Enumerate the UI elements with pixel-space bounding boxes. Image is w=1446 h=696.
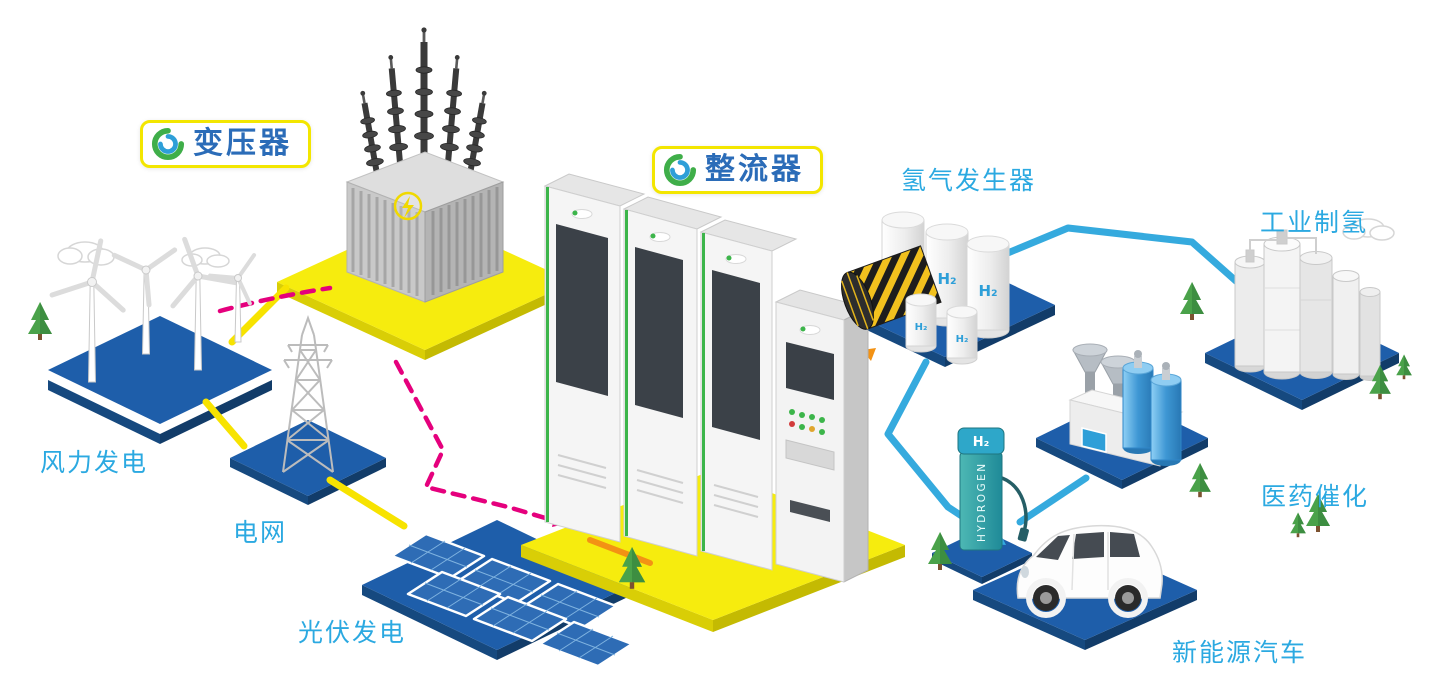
hydrogen-pump: H₂ HYDROGEN (957, 427, 1029, 551)
tree-icon (1369, 365, 1391, 400)
svg-text:H₂: H₂ (956, 334, 969, 345)
cloud-icon (181, 247, 230, 268)
tree-icon (1189, 463, 1211, 498)
badge-transformer-label: 变压器 (193, 126, 292, 161)
rectifier-cabinets (543, 173, 870, 583)
label-hydrogen-generator: 氢气发生器 (901, 166, 1037, 195)
flow-line-wind-to-grid (202, 398, 248, 450)
car (1016, 524, 1163, 618)
tree-icon (28, 302, 52, 340)
tree-icon (1306, 494, 1330, 532)
flow-line-pink-wind (217, 285, 333, 314)
lightning-icon (393, 191, 423, 221)
solar-panels (390, 532, 634, 668)
svg-text:H₂: H₂ (915, 322, 928, 333)
wind-turbines (49, 236, 257, 383)
badge-transformer: 变压器 (140, 120, 311, 168)
tree-icon (1290, 512, 1306, 538)
label-power-grid: 电网 (233, 518, 288, 547)
purification-unit (1068, 343, 1184, 467)
svg-text:H₂: H₂ (937, 270, 956, 288)
hydrogen-tanks: H₂ H₂ H₂ H₂ (841, 211, 1010, 365)
flow-line-h2-to-industrial (982, 224, 1258, 301)
transformer-bushings (360, 27, 487, 175)
badge-rectifier: 整流器 (652, 146, 823, 194)
transmission-tower (282, 314, 334, 473)
tree-icon (928, 532, 952, 570)
tree-icon (1396, 354, 1412, 380)
badge-rectifier-label: 整流器 (705, 152, 804, 187)
flow-line-purification-to-vehicle (1016, 474, 1090, 526)
tree-icon (618, 547, 646, 589)
label-industrial-hydrogen: 工业制氢 (1260, 208, 1369, 237)
trees (28, 282, 1412, 589)
transformer-unit (345, 27, 505, 303)
grid-platform (230, 420, 386, 505)
tree-icon (1180, 282, 1204, 320)
industrial-columns (1234, 229, 1381, 381)
label-new-energy-vehicles: 新能源汽车 (1172, 638, 1308, 667)
flow-line-grid-to-solar (326, 476, 408, 530)
brand-logo-icon (151, 127, 185, 161)
svg-text:HYDROGEN: HYDROGEN (976, 461, 988, 542)
label-solar-power: 光伏发电 (298, 618, 407, 647)
flow-line-solar-to-rectifier (587, 537, 653, 566)
svg-text:H₂: H₂ (973, 435, 990, 450)
flow-line-pink-to-rectifier (393, 359, 555, 523)
label-pharma-catalysis: 医药催化 (1261, 482, 1370, 511)
brand-logo-icon (663, 153, 697, 187)
cloud-icon (1342, 218, 1395, 241)
cloud-icon (57, 241, 115, 266)
label-wind-power: 风力发电 (40, 448, 149, 477)
svg-text:H₂: H₂ (978, 282, 997, 300)
